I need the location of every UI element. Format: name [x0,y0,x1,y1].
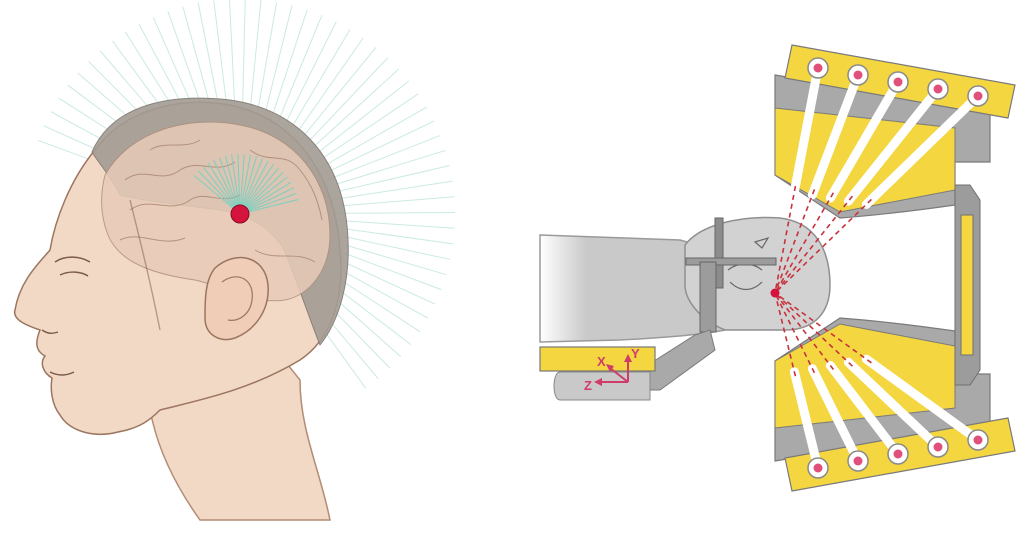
cobalt-source-core [894,78,903,87]
tumor-target [231,205,249,223]
head-radiosurgery-illustration [0,0,500,536]
cobalt-source-core [854,71,863,80]
cobalt-source-core [854,457,863,466]
gamma-knife-panel: Y X Z [500,0,1018,536]
isocenter-target [771,289,780,298]
axis-x-label: X [597,354,606,369]
axis-y-label: Y [631,346,640,361]
cobalt-source-core [934,85,943,94]
cobalt-source-core [894,450,903,459]
head-illustration-panel [0,0,500,536]
axis-z-label: Z [584,378,592,393]
cobalt-source-core [934,443,943,452]
cobalt-source-core [974,92,983,101]
cobalt-source-core [974,436,983,445]
cobalt-source-core [814,464,823,473]
cobalt-source-core [814,64,823,73]
gamma-knife-schematic: Y X Z [500,0,1018,536]
